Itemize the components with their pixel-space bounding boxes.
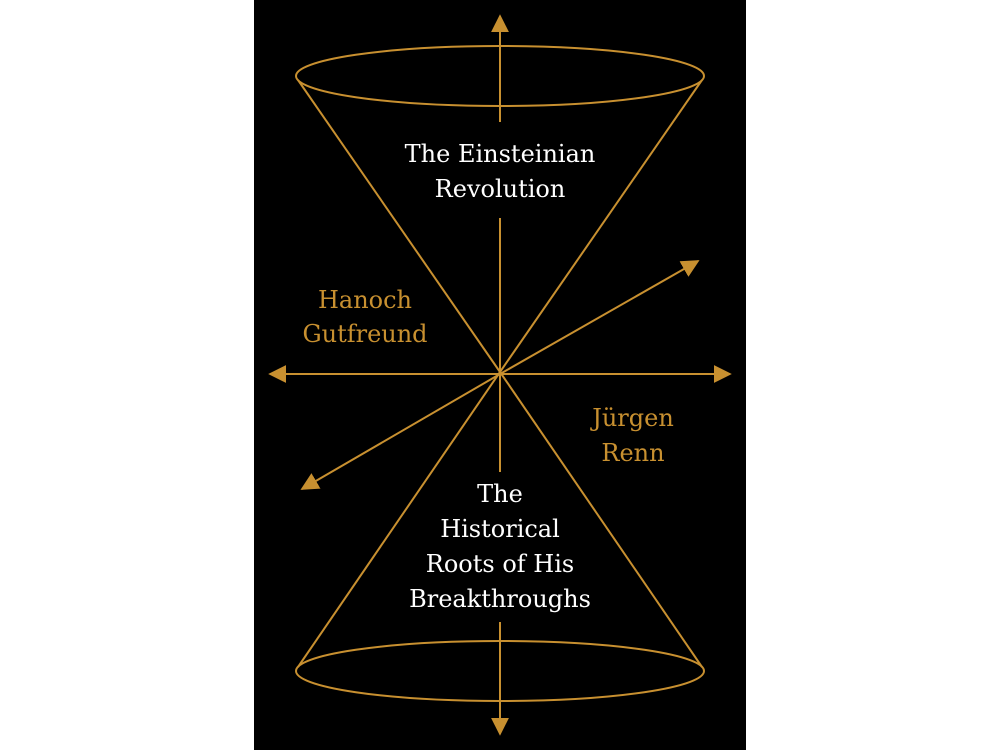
author2-line-2: Renn <box>601 439 665 467</box>
upper-left-cone-edge <box>297 79 501 373</box>
title-line-1: The Einsteinian <box>404 140 596 168</box>
subtitle-line-3: Roots of His <box>425 550 575 578</box>
author1-line-1: Hanoch <box>317 286 413 314</box>
lower-left-cone-edge <box>297 371 501 668</box>
subtitle-line-4: Breakthroughs <box>409 585 591 613</box>
diagonal-axis-upper <box>499 260 700 375</box>
diagonal-axis-lower <box>300 373 501 490</box>
subtitle-line-1: The <box>477 480 523 508</box>
upper-right-cone-edge <box>499 79 703 373</box>
subtitle-line-2: Historical <box>440 515 560 543</box>
lower-right-cone-edge <box>499 371 703 668</box>
author2-line-1: Jürgen <box>592 404 674 432</box>
author1-line-2: Gutfreund <box>302 320 428 348</box>
title-line-2: Revolution <box>434 175 566 203</box>
